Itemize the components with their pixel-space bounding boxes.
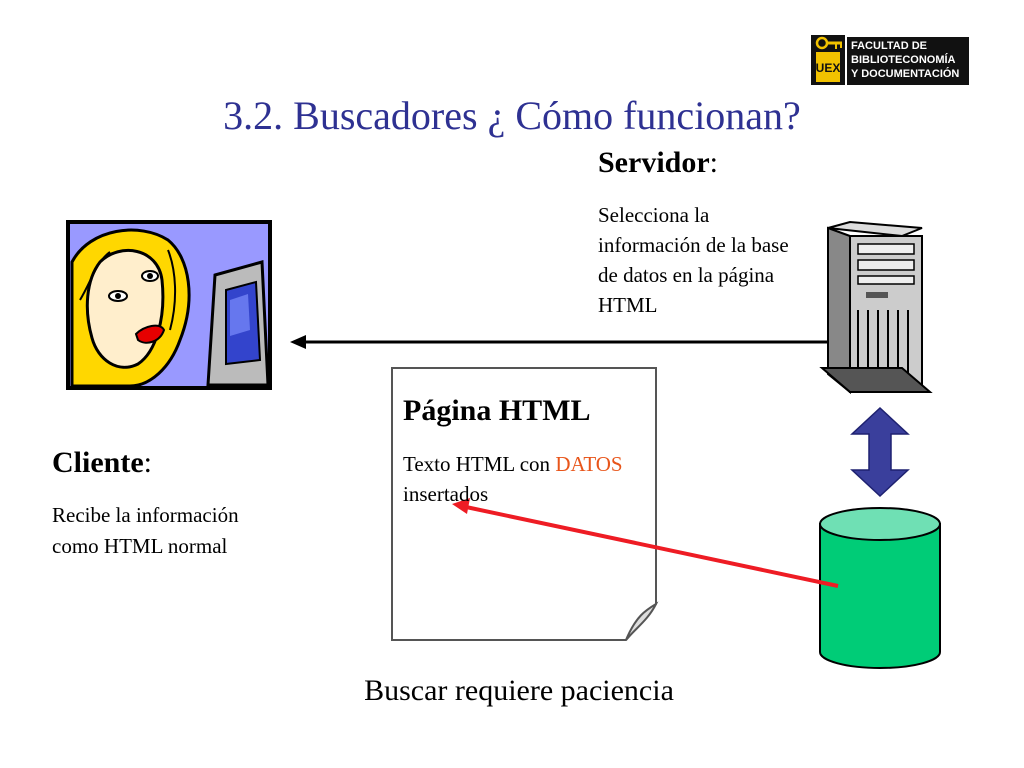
logo-line-3: Y DOCUMENTACIÓN xyxy=(851,68,960,80)
servidor-heading-colon: : xyxy=(709,146,718,179)
cliente-heading-colon: : xyxy=(143,446,152,479)
server-to-client-arrow xyxy=(290,335,828,349)
servidor-heading: Servidor: xyxy=(598,146,718,180)
datos-label: DATOS xyxy=(555,452,623,476)
cliente-heading-text: Cliente xyxy=(52,446,144,479)
pagina-html-description: Texto HTML con DATOS insertados xyxy=(403,449,643,509)
servidor-heading-text: Servidor xyxy=(598,146,710,179)
pagina-html-heading: Página HTML xyxy=(403,394,591,427)
servidor-description: Selecciona la información de la base de … xyxy=(598,203,789,317)
pagina-desc-prefix: Texto HTML con xyxy=(403,452,556,476)
database-to-datos-arrow xyxy=(452,498,839,588)
pagina-desc-suffix: insertados xyxy=(403,482,489,506)
faculty-logo-text: FACULTAD DE BIBLIOTECONOMÍA Y DOCUMENTAC… xyxy=(847,37,969,85)
html-page-document xyxy=(391,367,659,641)
logo-line-2: BIBLIOTECONOMÍA xyxy=(851,54,956,66)
cliente-heading: Cliente: xyxy=(52,446,152,480)
footer-caption: Buscar requiere paciencia xyxy=(364,674,674,707)
faculty-logo-emblem xyxy=(811,35,845,85)
server-tower-icon xyxy=(819,220,933,395)
logo-emblem-letters: UEX xyxy=(816,61,841,75)
cliente-description: Recibe la información como HTML normal xyxy=(52,503,239,558)
database-cylinder-icon xyxy=(819,507,941,669)
logo-line-1: FACULTAD DE xyxy=(851,40,927,52)
slide-title: 3.2. Buscadores ¿ Cómo funcionan? xyxy=(223,93,801,138)
client-woman-illustration xyxy=(66,220,272,390)
server-database-double-arrow xyxy=(850,406,910,498)
